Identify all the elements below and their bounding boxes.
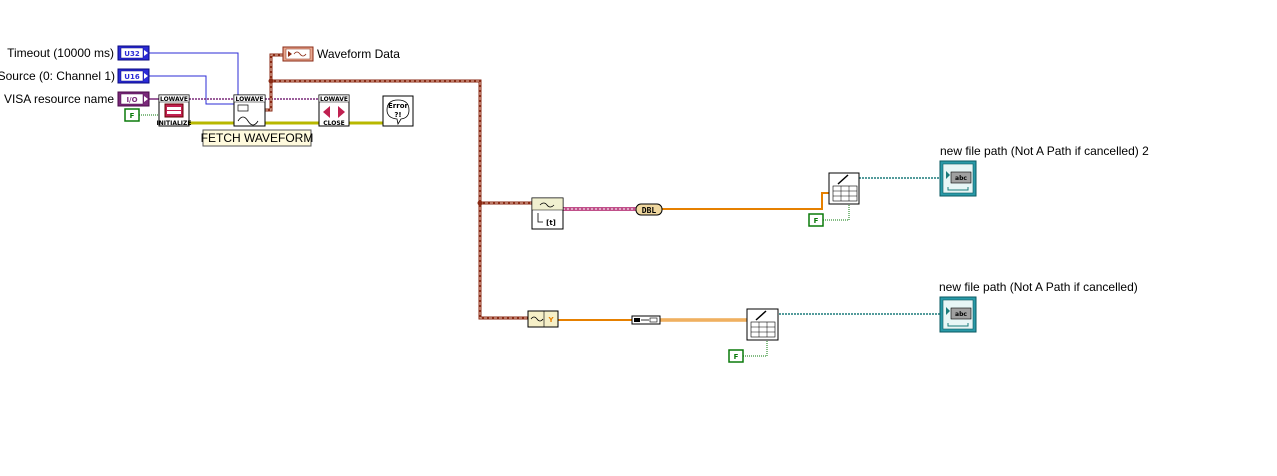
path-indicator-2-text: abc — [955, 311, 967, 318]
visa-type: I/O — [126, 96, 137, 104]
dbl-text: DBL — [642, 206, 657, 215]
timeout-control[interactable]: U32 — [117, 45, 150, 61]
false-constant[interactable]: F — [124, 108, 140, 122]
source-wire[interactable] — [149, 75, 234, 105]
visa-label: VISA resource name — [4, 92, 114, 106]
get-y-node[interactable]: Y — [527, 310, 559, 328]
path-indicator-2-label: new file path (Not A Path if cancelled) — [939, 280, 1138, 294]
get-y-symbol: Y — [547, 316, 554, 324]
fetch-header: LOWAVE — [235, 96, 263, 103]
write-spreadsheet-node-1[interactable] — [828, 172, 860, 205]
close-header: LOWAVE — [320, 96, 348, 103]
bool-wire-ws1[interactable] — [823, 204, 850, 221]
fetch-waveform-node[interactable]: LOWAVE — [233, 94, 266, 127]
false-constant-ws1-text: F — [814, 217, 819, 225]
path-indicator-1-label: new file path (Not A Path if cancelled) … — [940, 144, 1149, 158]
timeout-label: Timeout (10000 ms) — [7, 46, 114, 60]
source-label: Source (0: Channel 1) — [0, 69, 115, 83]
visa-control[interactable]: I/O — [117, 91, 150, 107]
wire-junction — [268, 78, 274, 84]
initialize-node[interactable]: LOWAVE INITIALIZE — [157, 94, 192, 127]
false-constant-ws2[interactable]: F — [728, 349, 744, 363]
bool-wire-ws2[interactable] — [743, 341, 768, 357]
index-symbol: [t] — [546, 219, 556, 227]
path-indicator-2[interactable]: abc — [939, 296, 977, 333]
source-control[interactable]: U16 — [117, 68, 150, 84]
false-constant-ws2-text: F — [734, 353, 739, 361]
write-spreadsheet-node-2[interactable] — [746, 308, 779, 341]
wire-junction — [477, 200, 483, 206]
close-node[interactable]: LOWAVE CLOSE — [318, 94, 350, 127]
close-footer: CLOSE — [323, 120, 345, 127]
path-indicator-1-text: abc — [955, 175, 967, 182]
dbl-terminal[interactable]: DBL — [635, 203, 663, 216]
waveform-data-label: Waveform Data — [317, 47, 400, 61]
error-handler-symbol: ?! — [394, 111, 401, 119]
initialize-header: LOWAVE — [160, 96, 188, 103]
timeout-type: U32 — [124, 50, 140, 58]
initialize-footer: INITIALIZE — [157, 120, 192, 127]
false-constant-text: F — [130, 112, 135, 120]
error-handler-node[interactable]: Error ?! — [382, 95, 414, 127]
convert-node[interactable] — [631, 315, 661, 325]
path-indicator-1[interactable]: abc — [939, 160, 977, 197]
index-waveform-node[interactable]: [t] — [531, 197, 564, 230]
waveform-data-indicator[interactable] — [282, 46, 314, 62]
waveform-wire[interactable] — [265, 53, 532, 320]
source-type: U16 — [124, 73, 140, 81]
dbl-wire-1[interactable] — [662, 192, 829, 210]
error-handler-text: Error — [388, 102, 408, 110]
fetch-waveform-label: FETCH WAVEFORM — [201, 129, 314, 147]
false-constant-ws1[interactable]: F — [808, 213, 824, 227]
fetch-waveform-text: FETCH WAVEFORM — [201, 131, 314, 145]
timeout-wire[interactable] — [149, 52, 239, 96]
